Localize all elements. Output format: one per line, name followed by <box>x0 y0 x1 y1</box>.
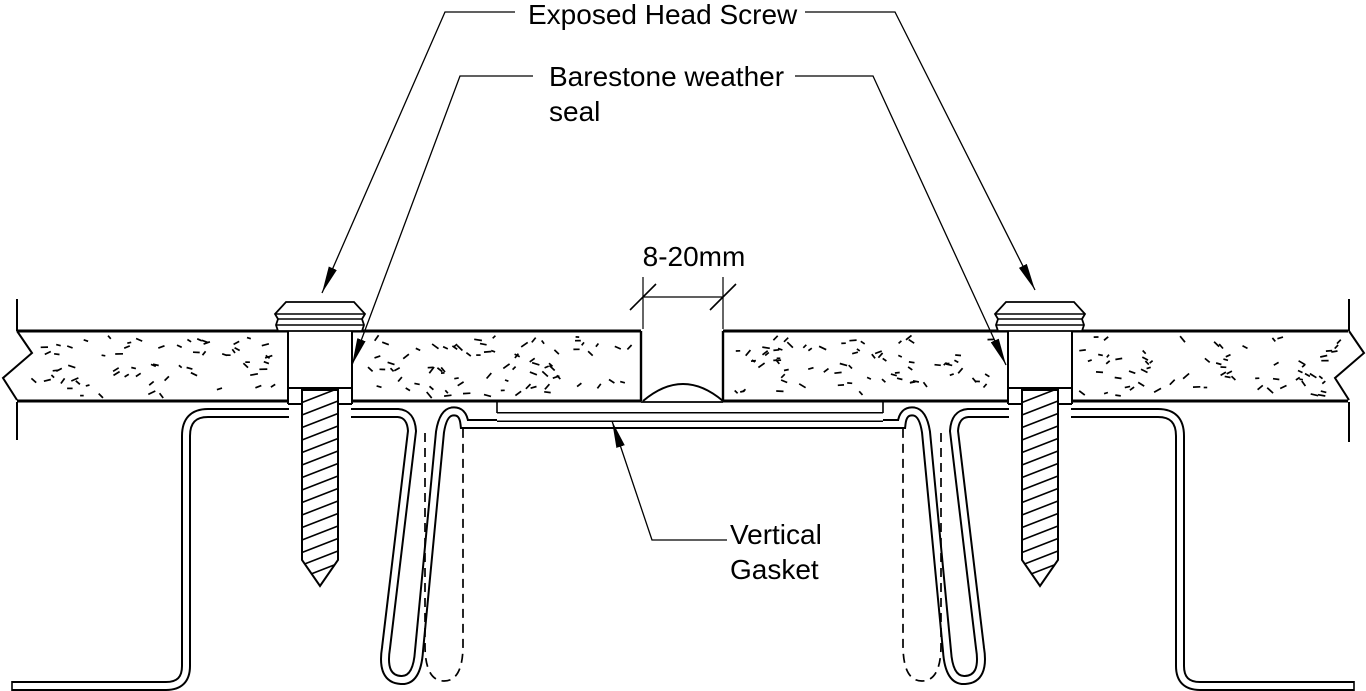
leader-vertical-gasket <box>611 420 727 541</box>
screw-body-borders <box>287 331 353 405</box>
joint-width-dimension: 8-20mm <box>629 241 746 329</box>
panel-texture-right <box>734 334 1342 397</box>
alternate-position-left <box>424 429 464 682</box>
vertical-gasket <box>496 402 884 422</box>
label-weather-seal-line2: seal <box>549 96 600 127</box>
leader-weather-seal-left <box>351 75 533 366</box>
screw-head <box>273 301 367 332</box>
gasket-bulb <box>642 383 724 402</box>
label-vertical-gasket-line2: Gasket <box>730 554 819 585</box>
label-weather-seal-line1: Barestone weather <box>549 61 784 92</box>
furring-profile-outline <box>12 406 1354 691</box>
dimension-ticks <box>629 283 737 311</box>
panel-texture-left <box>30 334 633 399</box>
gasket-end-ticks <box>496 402 884 413</box>
screw-head-bands <box>275 313 365 326</box>
leader-weather-seal-right <box>795 75 1007 366</box>
joint-gap-edges <box>639 331 725 401</box>
leader-exposed-head-screw-left <box>321 11 515 294</box>
furring-profile <box>11 406 1355 691</box>
profile-end-caps <box>11 681 1355 691</box>
label-vertical-gasket-line1: Vertical <box>730 519 822 550</box>
break-symbol-right <box>1333 299 1366 442</box>
alternate-position-right <box>902 429 942 682</box>
cladding-panels <box>17 329 1348 403</box>
extension-lines <box>642 277 724 329</box>
screw-left <box>273 301 367 588</box>
dimension-text: 8-20mm <box>643 241 746 272</box>
screw-right <box>995 302 1085 586</box>
leader-exposed-head-screw-right <box>805 11 1036 291</box>
furring-profile-inner <box>12 408 1354 689</box>
screw-thread-hatch <box>302 390 338 579</box>
leader-lines <box>321 11 1036 541</box>
label-exposed-head-screw: Exposed Head Screw <box>528 0 798 30</box>
break-symbol-left <box>1 299 34 440</box>
